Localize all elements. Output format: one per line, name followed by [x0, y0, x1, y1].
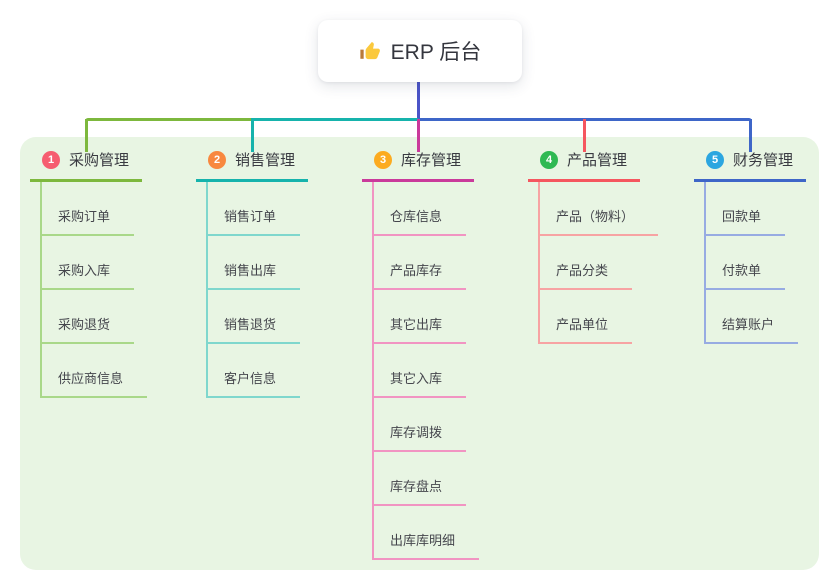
- child-label: 销售退货: [224, 317, 277, 332]
- connector-drop-branch5: [749, 119, 752, 152]
- branch-sales-management: 2 销售管理 销售订单 销售出库 销售退货 客户信息: [196, 147, 356, 398]
- child-node-other-inbound[interactable]: 其它入库: [372, 344, 467, 398]
- child-tree-line: [40, 182, 42, 398]
- child-node-stock-taking[interactable]: 库存盘点: [372, 452, 467, 506]
- connector-drop-branch2: [251, 119, 254, 152]
- branch-node-product[interactable]: 4 产品管理: [528, 147, 640, 182]
- trunk-connector: [417, 82, 420, 121]
- child-label: 出库库明细: [390, 533, 456, 548]
- branch-number-badge: 4: [540, 150, 558, 169]
- child-label: 库存调拨: [390, 425, 443, 440]
- child-node-purchase-inbound[interactable]: 采购入库: [40, 236, 135, 290]
- child-tree-line: [206, 182, 208, 398]
- connector-drop-branch1: [85, 119, 88, 152]
- branch-number-badge: 2: [208, 150, 226, 169]
- child-node-supplier-info[interactable]: 供应商信息: [40, 344, 148, 398]
- branch-label: 采购管理: [69, 152, 130, 169]
- connector-bus-branch2: [251, 118, 420, 121]
- branch-inventory-management: 3 库存管理 仓库信息 产品库存 其它出库 其它入库 库存调拨 库存盘点 出库库…: [362, 147, 522, 560]
- child-label: 产品库存: [390, 263, 443, 278]
- child-label: 采购退货: [58, 317, 111, 332]
- connector-bus-branch1: [85, 118, 253, 121]
- branch-label: 财务管理: [733, 152, 794, 169]
- child-node-product-unit[interactable]: 产品单位: [538, 290, 633, 344]
- branch-node-sales[interactable]: 2 销售管理: [196, 147, 308, 182]
- child-label: 采购入库: [58, 263, 111, 278]
- branch-number-badge: 3: [374, 150, 392, 169]
- child-tree-line: [704, 182, 706, 344]
- child-label: 销售出库: [224, 263, 277, 278]
- child-label: 回款单: [722, 209, 762, 224]
- child-label: 结算账户: [722, 317, 775, 332]
- child-node-product-stock[interactable]: 产品库存: [372, 236, 467, 290]
- child-node-outbound-detail[interactable]: 出库库明细: [372, 506, 480, 560]
- child-node-purchase-order[interactable]: 采购订单: [40, 182, 135, 236]
- child-node-purchase-return[interactable]: 采购退货: [40, 290, 135, 344]
- child-label: 其它出库: [390, 317, 443, 332]
- root-title: ERP 后台: [390, 41, 482, 64]
- root-node-erp[interactable]: ERP 后台: [318, 20, 522, 82]
- child-node-sales-return[interactable]: 销售退货: [206, 290, 301, 344]
- connector-drop-branch4: [583, 119, 586, 152]
- child-node-product-material[interactable]: 产品（物料）: [538, 182, 659, 236]
- child-node-settlement-account[interactable]: 结算账户: [704, 290, 799, 344]
- connector-drop-branch3: [417, 119, 420, 152]
- child-label: 供应商信息: [58, 371, 124, 386]
- child-node-payment-bill[interactable]: 付款单: [704, 236, 786, 290]
- branch-purchase-management: 1 采购管理 采购订单 采购入库 采购退货 供应商信息: [30, 147, 190, 398]
- child-label: 付款单: [722, 263, 762, 278]
- branch-finance-management: 5 财务管理 回款单 付款单 结算账户: [694, 147, 839, 344]
- branch-node-finance[interactable]: 5 财务管理: [694, 147, 806, 182]
- child-label: 销售订单: [224, 209, 277, 224]
- child-label: 产品单位: [556, 317, 609, 332]
- branch-number-badge: 5: [706, 150, 724, 169]
- branches-background-panel: [20, 137, 819, 570]
- child-node-customer-info[interactable]: 客户信息: [206, 344, 301, 398]
- branch-number-badge: 1: [42, 150, 60, 169]
- child-label: 客户信息: [224, 371, 277, 386]
- child-node-warehouse-info[interactable]: 仓库信息: [372, 182, 467, 236]
- child-label: 采购订单: [58, 209, 111, 224]
- child-node-sales-outbound[interactable]: 销售出库: [206, 236, 301, 290]
- thumbs-up-icon: [359, 40, 381, 62]
- child-node-stock-transfer[interactable]: 库存调拨: [372, 398, 467, 452]
- child-label: 库存盘点: [390, 479, 443, 494]
- child-node-receipt-bill[interactable]: 回款单: [704, 182, 786, 236]
- branch-label: 销售管理: [235, 152, 296, 169]
- child-label: 仓库信息: [390, 209, 443, 224]
- child-node-product-category[interactable]: 产品分类: [538, 236, 633, 290]
- child-tree-line: [372, 182, 374, 560]
- branch-label: 产品管理: [567, 152, 628, 169]
- child-node-other-outbound[interactable]: 其它出库: [372, 290, 467, 344]
- child-node-sales-order[interactable]: 销售订单: [206, 182, 301, 236]
- branch-product-management: 4 产品管理 产品（物料） 产品分类 产品单位: [528, 147, 688, 344]
- branch-label: 库存管理: [401, 152, 462, 169]
- child-label: 产品（物料）: [556, 209, 635, 224]
- branch-node-purchase[interactable]: 1 采购管理: [30, 147, 142, 182]
- branch-node-inventory[interactable]: 3 库存管理: [362, 147, 474, 182]
- child-label: 产品分类: [556, 263, 609, 278]
- child-label: 其它入库: [390, 371, 443, 386]
- child-tree-line: [538, 182, 540, 344]
